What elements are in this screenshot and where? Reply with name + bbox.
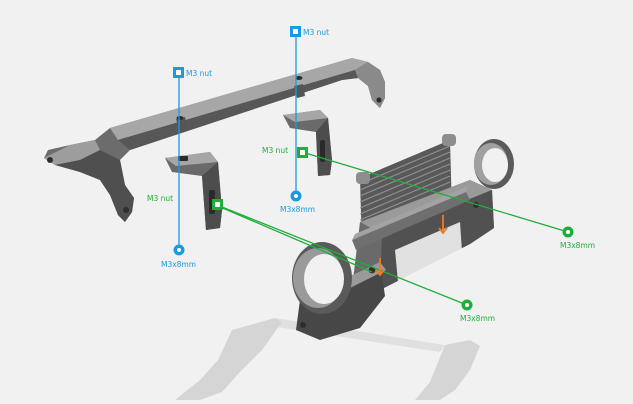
screw-callout-right: M3x8mm — [560, 226, 595, 250]
screw-callout-center: M3x8mm — [280, 190, 315, 214]
nut-label: M3 nut — [186, 69, 212, 78]
nut-callout-right-bracket: M3 nut — [262, 146, 308, 158]
top-rail-part — [44, 58, 385, 222]
nut-label: M3 nut — [147, 194, 173, 203]
front-crossbar-part — [352, 186, 470, 250]
screw-label: M3x8mm — [460, 314, 495, 323]
nut-label: M3 nut — [303, 28, 329, 37]
nut-callout-lines — [178, 32, 297, 250]
nut-callout-top-center: M3 nut — [290, 26, 329, 37]
nut-callout-left-bracket: M3 nut — [147, 194, 223, 210]
screw-label: M3x8mm — [280, 205, 315, 214]
screw-callout-lines — [216, 151, 569, 306]
left-ring-part — [292, 242, 352, 314]
screw-label: M3x8mm — [560, 241, 595, 250]
screw-callout-left: M3x8mm — [161, 244, 196, 269]
insert-arrow-icon — [375, 215, 448, 277]
screw-callout-bottom: M3x8mm — [460, 299, 495, 323]
nut-callout-top-left: M3 nut — [173, 67, 212, 78]
nut-label: M3 nut — [262, 146, 288, 155]
right-bracket-part — [283, 110, 332, 176]
screw-label: M3x8mm — [161, 260, 196, 269]
left-bracket-part — [165, 152, 222, 230]
right-ring-part — [474, 139, 514, 189]
